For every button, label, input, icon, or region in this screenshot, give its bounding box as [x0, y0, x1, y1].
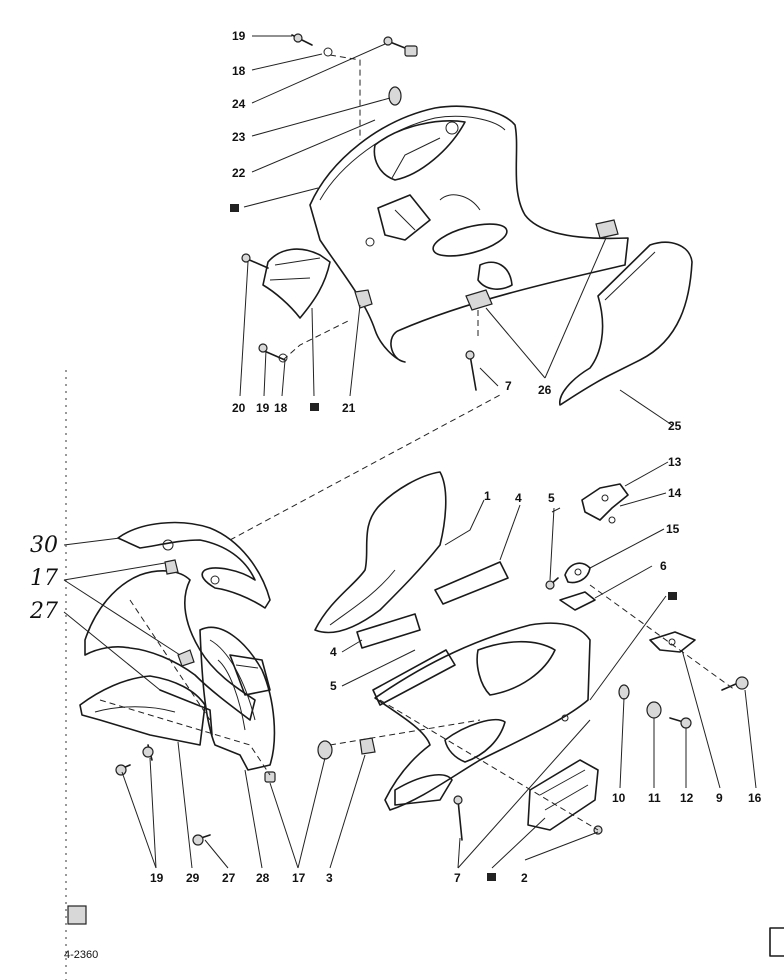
lower-cowling [314, 471, 599, 831]
upper-cowling [309, 105, 629, 363]
assembly-line-long-6 [379, 699, 599, 831]
callout-label: 17 [292, 871, 306, 885]
callout-label: 2 [521, 871, 528, 885]
callout-label: 18 [232, 64, 246, 78]
right-brackets [453, 483, 749, 841]
left-hardware [115, 737, 376, 846]
callout-label: 22 [232, 166, 246, 180]
callout-label: 12 [680, 791, 694, 805]
assembly-line-top-1 [329, 54, 361, 140]
leader-lines [63, 35, 757, 869]
side-panel-25 [559, 241, 693, 406]
callout-label: 19 [256, 401, 270, 415]
assembly-line-long-1 [229, 394, 501, 541]
corner-box [769, 927, 784, 957]
callout-label: 5 [330, 679, 337, 693]
callout-label: 6 [660, 559, 667, 573]
assembly-line-long-2 [329, 719, 481, 746]
callout-label: 4 [515, 491, 522, 505]
callout-label: 25 [668, 419, 682, 433]
callout-label: 18 [274, 401, 288, 415]
callout-label: 15 [666, 522, 680, 536]
callout-label: 5 [548, 491, 555, 505]
callout-labels: 19 18 24 23 22 20 19 18 21 7 26 25 13 14… [29, 29, 762, 885]
assembly-line-long-5 [99, 699, 271, 776]
side-fairing-left [79, 521, 276, 771]
marker-square [230, 204, 239, 212]
handwritten-label: 27 [29, 599, 58, 624]
callout-label: 29 [186, 871, 200, 885]
callout-label: 24 [232, 97, 246, 111]
callout-label: 10 [612, 791, 626, 805]
callout-label: 13 [668, 455, 682, 469]
handwritten-label: 17 [30, 566, 58, 591]
assembly-line-long-4 [129, 599, 211, 721]
footer-code: 4-2360 [64, 949, 98, 961]
footer-logo-icon [67, 905, 87, 925]
callout-label: 4 [330, 645, 337, 659]
callout-label: 20 [232, 401, 246, 415]
top-hardware [241, 33, 619, 391]
marker-square [310, 403, 319, 411]
callout-label: 27 [222, 871, 236, 885]
callout-label: 19 [150, 871, 164, 885]
callout-label: 3 [326, 871, 333, 885]
footer: 4-2360 [64, 905, 784, 961]
callout-label: 7 [454, 871, 461, 885]
callout-label: 14 [668, 486, 682, 500]
callout-label: 16 [748, 791, 762, 805]
assembly-line-top-2 [282, 319, 351, 361]
callout-label: 26 [538, 383, 552, 397]
handwritten-label: 30 [30, 533, 58, 558]
marker-square [668, 592, 677, 600]
inner-panel-top [262, 248, 331, 319]
callout-label: 28 [256, 871, 270, 885]
marker-square [487, 873, 496, 881]
callout-label: 19 [232, 29, 246, 43]
callout-label: 1 [484, 489, 491, 503]
callout-label: 7 [505, 379, 512, 393]
callout-label: 9 [716, 791, 723, 805]
callout-label: 11 [648, 791, 661, 805]
callout-label: 21 [342, 401, 356, 415]
callout-label: 23 [232, 130, 246, 144]
